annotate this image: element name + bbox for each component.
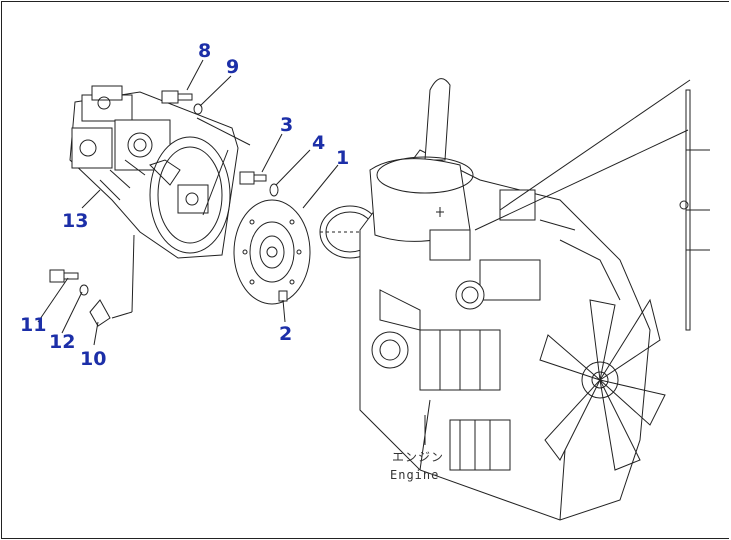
engine-label-jp: エンジン: [392, 450, 445, 464]
bolt-11: [49, 269, 79, 283]
bolt-8: [161, 90, 193, 104]
dowel-pin-2: [278, 290, 288, 302]
callout-8[interactable]: 8: [198, 40, 212, 62]
hydraulic-pump-assembly: [69, 85, 239, 259]
washer-4: [269, 183, 279, 197]
callout-13[interactable]: 13: [62, 210, 89, 232]
callout-11[interactable]: 11: [20, 314, 47, 336]
dipstick-tube: [679, 89, 710, 331]
callout-10[interactable]: 10: [80, 348, 107, 370]
callout-2[interactable]: 2: [279, 323, 293, 345]
callout-9[interactable]: 9: [226, 56, 240, 78]
bolt-3: [239, 171, 267, 185]
engine-label-en: Engine: [390, 468, 440, 482]
washer-9: [193, 103, 203, 115]
leader-lines: [37, 59, 691, 346]
center-marks: [424, 207, 444, 445]
callout-4[interactable]: 4: [312, 132, 326, 154]
damper-coupling: [233, 199, 311, 305]
callout-3[interactable]: 3: [280, 114, 294, 136]
engine-block: [359, 78, 666, 521]
bracket-10: [89, 299, 111, 327]
callout-1[interactable]: 1: [336, 147, 350, 169]
callout-12[interactable]: 12: [49, 331, 76, 353]
